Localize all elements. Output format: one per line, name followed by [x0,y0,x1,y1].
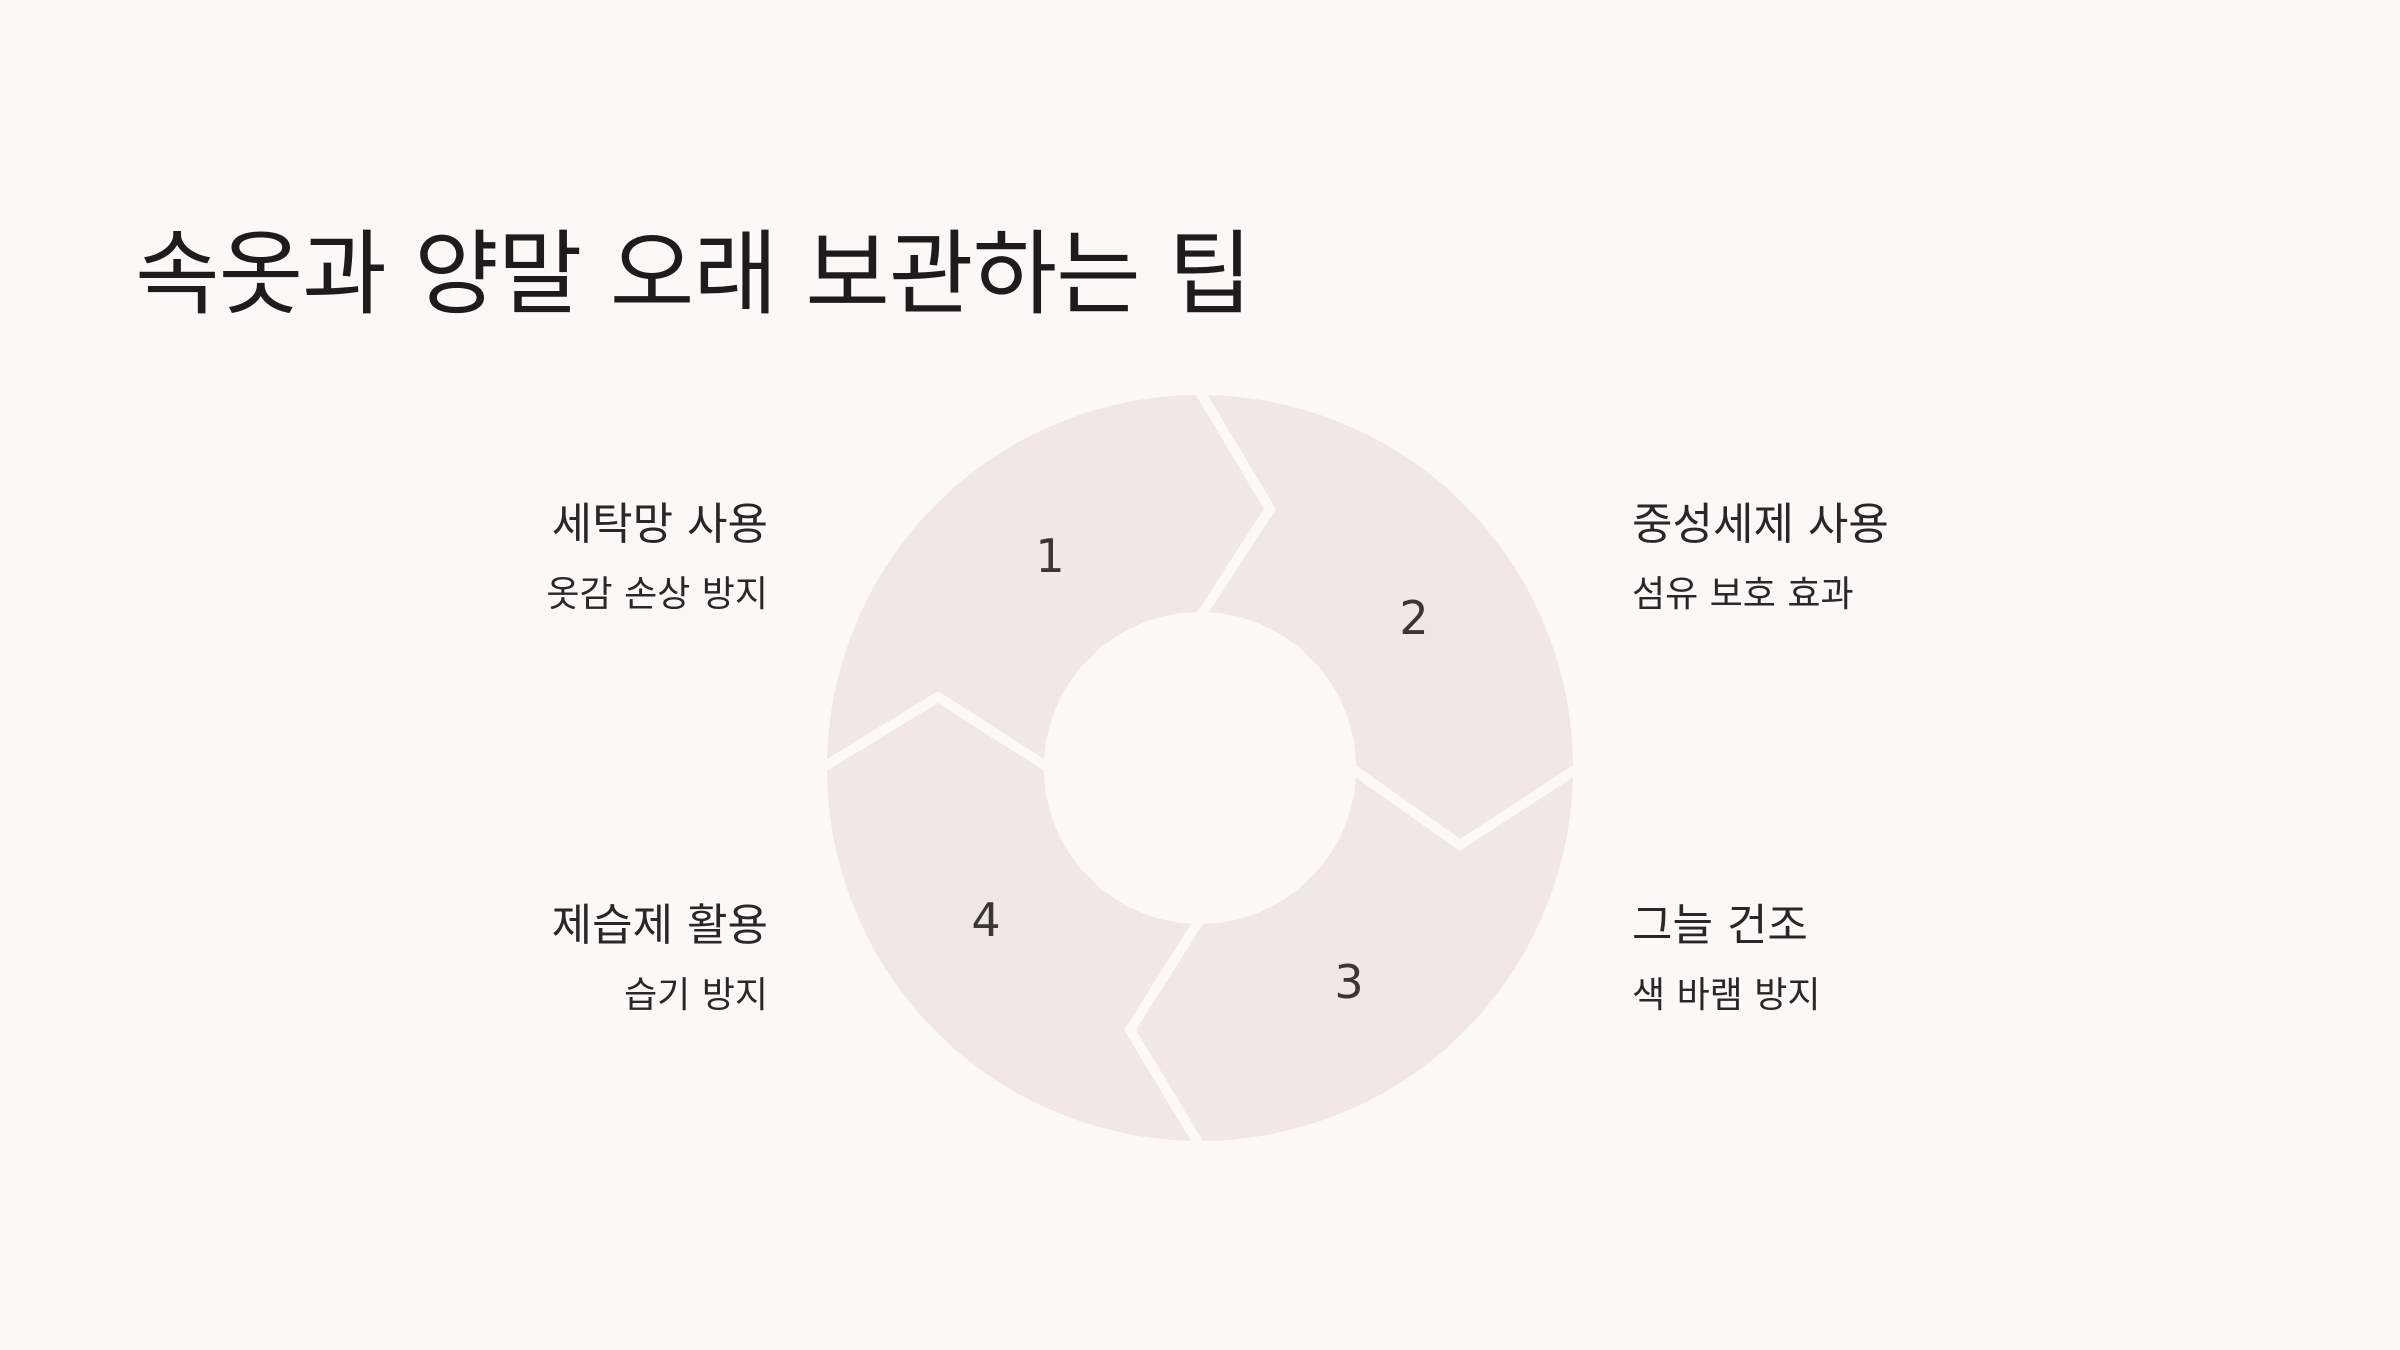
cycle-segment-2 [1190,384,1584,852]
step-title: 제습제 활용 [551,900,768,951]
step-1-text: 세탁망 사용 옷감 손상 방지 [248,503,768,613]
step-title: 그늘 건조 [1632,900,1808,951]
cycle-segment-3 [1124,758,1584,1152]
step-title: 세탁망 사용 [551,499,768,550]
step-3-text: 그늘 건조 색 바램 방지 [1632,904,2152,1014]
page-title: 속옷과 양말 오래 보관하는 팁 [135,221,1253,328]
step-4-text: 제습제 활용 습기 방지 [248,904,768,1014]
step-number-2: 2 [1399,591,1428,645]
step-description: 옷감 손상 방지 [546,574,768,615]
step-2-text: 중성세제 사용 섬유 보호 효과 [1632,503,2152,613]
step-description: 섬유 보호 효과 [1632,574,1854,615]
step-description: 색 바램 방지 [1632,975,1821,1016]
step-description: 습기 방지 [624,975,768,1016]
step-number-3: 3 [1334,955,1363,1009]
cycle-segment-1 [816,384,1276,778]
cycle-segment-4 [816,691,1210,1152]
step-title: 중성세제 사용 [1632,499,1889,550]
step-number-1: 1 [1035,529,1064,583]
step-number-4: 4 [971,893,1000,947]
